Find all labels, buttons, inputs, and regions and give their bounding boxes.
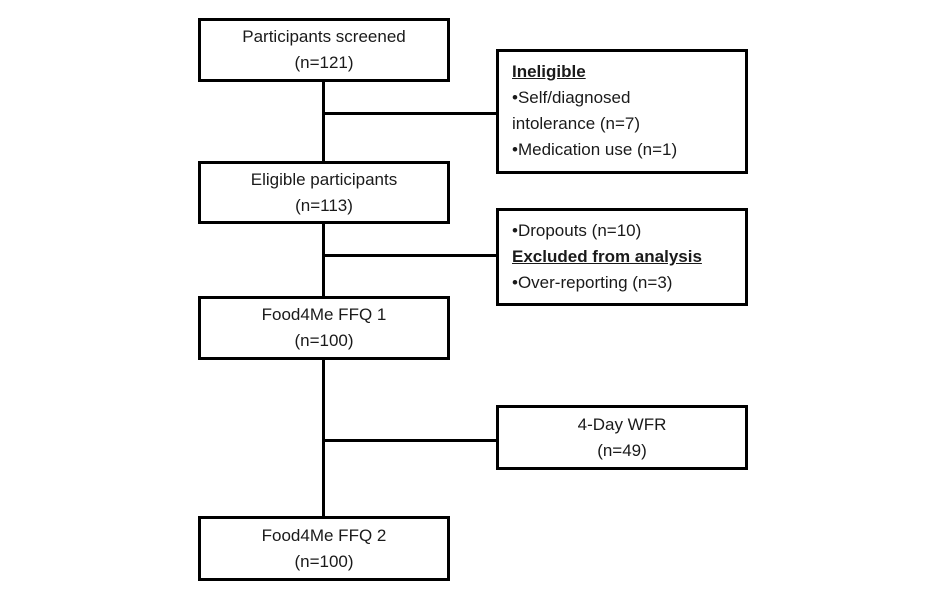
connector-eligible-to-ffq1 (322, 224, 325, 297)
connector-branch-ineligible (323, 112, 496, 115)
connector-ffq1-to-ffq2 (322, 360, 325, 517)
box-count: (n=113) (295, 195, 353, 215)
box-dropouts-excluded: •Dropouts (n=10) Excluded from analysis … (496, 208, 748, 306)
connector-branch-dropouts (323, 254, 496, 257)
box-label: Eligible participants (250, 169, 398, 189)
branch-heading: Ineligible (512, 62, 586, 81)
branch-item: •Over-reporting (n=3) (512, 273, 673, 292)
branch-item: •Medication use (n=1) (512, 140, 678, 159)
box-label: Participants screened (242, 27, 406, 46)
box-participants-screened: Participants screened (n=121) (198, 18, 450, 82)
box-eligible-participants: Eligible participants (n=113) (198, 161, 450, 224)
box-ineligible: Ineligible •Self/diagnosed intolerance (… (496, 49, 748, 174)
branch-item: •Self/diagnosed (512, 88, 631, 107)
branch-item: intolerance (n=7) (512, 114, 641, 133)
box-food4me-ffq-1: Food4Me FFQ 1 (n=100) (198, 296, 450, 360)
box-count: (n=100) (294, 331, 354, 350)
box-food4me-ffq-2: Food4Me FFQ 2 (n=100) (198, 516, 450, 581)
branch-item: •Dropouts (n=10) (512, 221, 642, 240)
box-count: (n=49) (597, 440, 647, 460)
box-label: Food4Me FFQ 2 (261, 525, 387, 545)
box-count: (n=121) (294, 53, 354, 72)
box-label: 4-Day WFR (577, 414, 667, 434)
box-label: Food4Me FFQ 1 (261, 305, 387, 324)
branch-heading: Excluded from analysis (512, 247, 702, 266)
box-count: (n=100) (294, 551, 354, 571)
connector-branch-wfr (323, 439, 496, 442)
box-4-day-wfr: 4-Day WFR (n=49) (496, 405, 748, 470)
connector-screened-to-eligible (322, 82, 325, 162)
